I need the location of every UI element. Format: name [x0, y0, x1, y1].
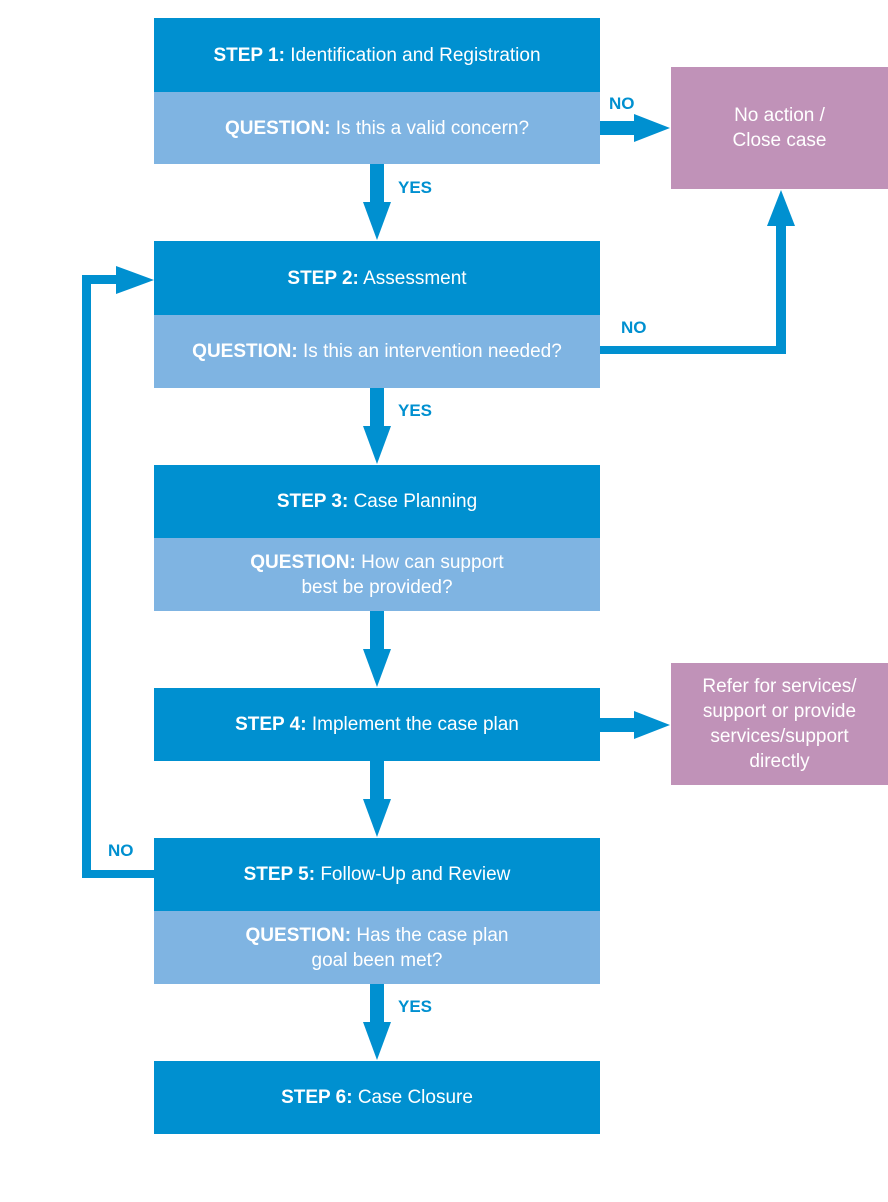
step-5-question-prefix: QUESTION: [245, 924, 352, 946]
step-2-box: STEP 2: Assessment [154, 241, 600, 315]
arrow-step2-to-close [600, 190, 795, 354]
step-3-question-box: QUESTION: How can support best be provid… [154, 538, 600, 611]
arrow-step3-to-step4 [363, 611, 391, 687]
close-case-line-1: No action / [734, 105, 825, 126]
step-5-question-text-1: Has the case plan [356, 924, 509, 946]
no-label-step1: NO [609, 94, 635, 113]
step-2-question-text: Is this an intervention needed? [303, 341, 562, 362]
step-2-question-box: QUESTION: Is this an intervention needed… [154, 315, 600, 388]
step-6-prefix: STEP 6: [281, 1087, 353, 1108]
step-1-question-text: Is this a valid concern? [335, 117, 530, 139]
no-label-step2: NO [621, 318, 647, 337]
step-1-box: STEP 1: Identification and Registration [154, 18, 600, 92]
step-4-box: STEP 4: Implement the case plan [154, 688, 600, 761]
step-5-question-box: QUESTION: Has the case plan goal been me… [154, 911, 600, 984]
refer-line-1: Refer for services/ [702, 676, 857, 697]
step-3-question-text-1: How can support [361, 551, 504, 573]
refer-line-4: directly [749, 751, 810, 772]
step-5-text: Follow-Up and Review [320, 864, 511, 885]
step-2-prefix: STEP 2: [287, 267, 359, 289]
refer-line-3: services/support [710, 726, 849, 747]
yes-label-step2: YES [398, 401, 433, 420]
step-5-box: STEP 5: Follow-Up and Review [154, 838, 600, 911]
no-label-step5: NO [108, 841, 134, 860]
arrow-step1-to-step2 [363, 164, 391, 240]
arrow-step4-to-refer [600, 711, 670, 739]
step-4-text: Implement the case plan [311, 714, 519, 735]
step-2-question: QUESTION: Is this an intervention needed… [192, 339, 562, 364]
step-1-question: QUESTION: Is this a valid concern? [225, 116, 529, 141]
arrow-step5-to-step6 [363, 984, 391, 1060]
yes-label-step5: YES [398, 997, 433, 1016]
arrow-step4-to-step5 [363, 761, 391, 837]
arrow-step5-to-step2-loop [82, 266, 154, 878]
step-6-text: Case Closure [357, 1087, 473, 1108]
step-4-prefix: STEP 4: [235, 714, 307, 735]
step-3-question-line-1: QUESTION: How can support [250, 550, 503, 575]
step-5-title: STEP 5: Follow-Up and Review [244, 862, 511, 887]
step-1-prefix: STEP 1: [213, 44, 285, 66]
step-3-text: Case Planning [353, 491, 478, 512]
arrow-step2-to-step3 [363, 388, 391, 464]
step-6-box: STEP 6: Case Closure [154, 1061, 600, 1134]
step-2-text: Assessment [363, 267, 467, 289]
step-1-title: STEP 1: Identification and Registration [213, 43, 540, 68]
step-5-prefix: STEP 5: [243, 864, 316, 885]
step-1-question-prefix: QUESTION: [224, 117, 331, 139]
arrow-step1-to-close [600, 114, 670, 142]
step-2-question-prefix: QUESTION: [192, 341, 298, 362]
step-1-text: Identification and Registration [290, 44, 541, 66]
step-3-title: STEP 3: Case Planning [277, 489, 477, 514]
step-4-title: STEP 4: Implement the case plan [235, 712, 519, 737]
step-5-question-line-2: goal been met? [311, 949, 443, 971]
step-6-title: STEP 6: Case Closure [281, 1085, 473, 1110]
step-1-question-box: QUESTION: Is this a valid concern? [154, 92, 600, 164]
yes-label-step1: YES [398, 178, 433, 197]
step-2-title: STEP 2: Assessment [287, 266, 466, 291]
refer-line-2: support or provide [702, 701, 857, 722]
step-3-prefix: STEP 3: [276, 491, 349, 512]
close-case-line-2: Close case [732, 130, 827, 151]
close-case-box: No action / Close case [671, 67, 888, 189]
step-5-question-line-1: QUESTION: Has the case plan [246, 923, 509, 948]
step-3-question-line-2: best be provided? [301, 576, 453, 598]
step-3-box: STEP 3: Case Planning [154, 465, 600, 538]
step-3-question-prefix: QUESTION: [250, 551, 356, 573]
refer-services-box: Refer for services/ support or provide s… [671, 663, 888, 785]
